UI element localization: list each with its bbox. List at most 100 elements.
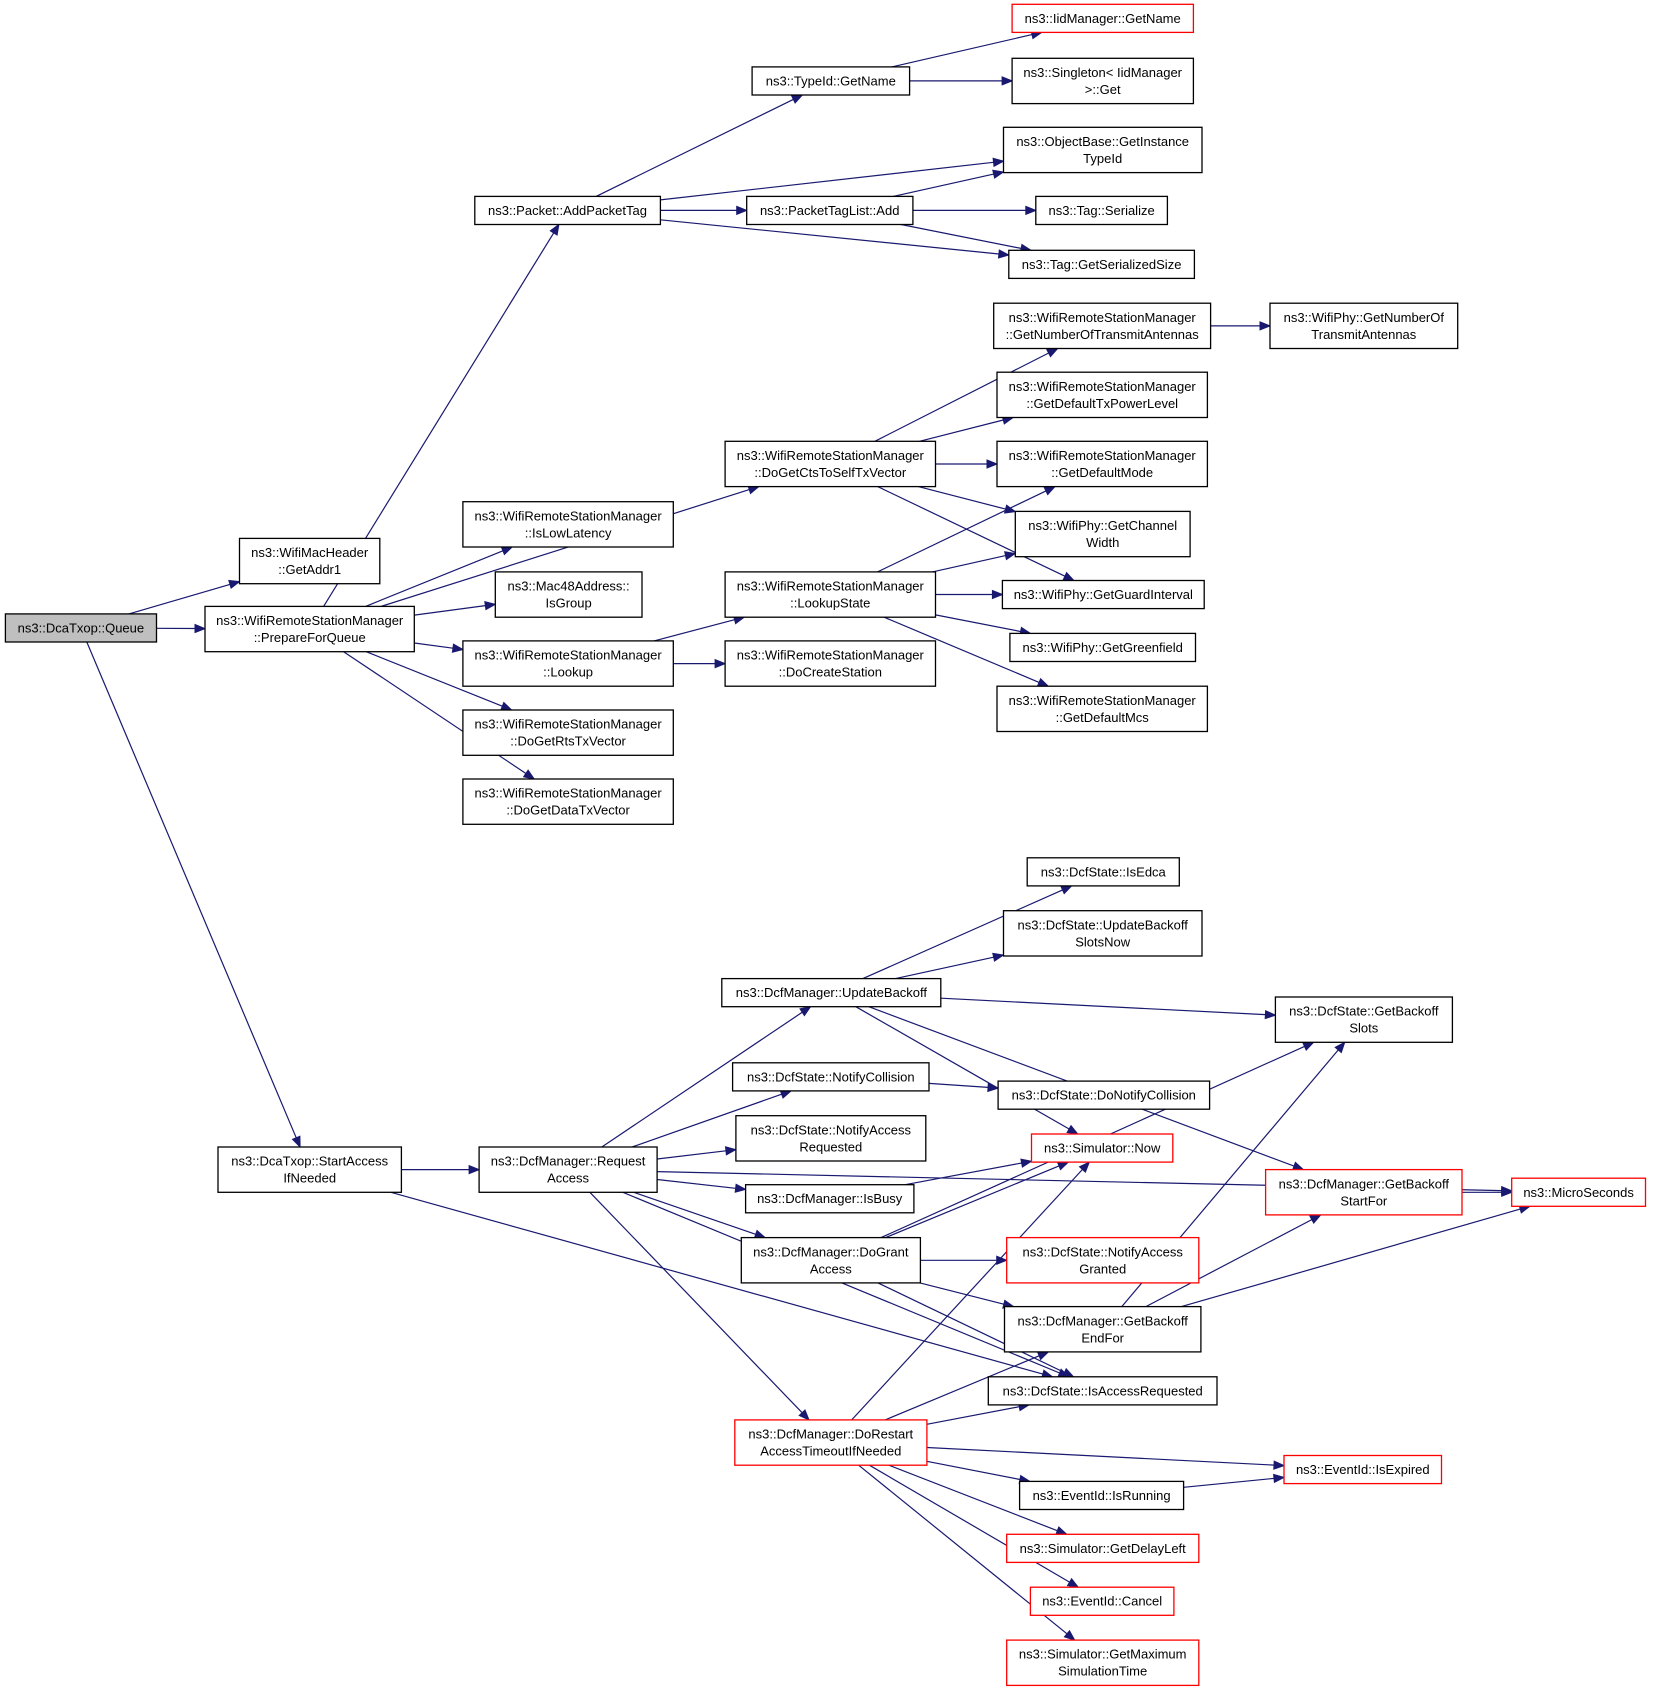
node-donotcoll[interactable]: ns3::DcfState::DoNotifyCollision [997, 1080, 1211, 1110]
edge-prepare-to-rtstx [365, 651, 513, 711]
node-getaddr1[interactable]: ns3::WifiMacHeader::GetAddr1 [238, 537, 381, 585]
node-box [724, 440, 937, 488]
node-label: ns3::DcfManager::GetBackoff [1279, 1176, 1450, 1191]
edge-line [885, 1165, 1060, 1239]
node-micro[interactable]: ns3::MicroSeconds [1511, 1177, 1647, 1207]
edge-line [900, 223, 1022, 249]
edge-isbusy-to-simnow [904, 1158, 1033, 1186]
node-dorestart[interactable]: ns3::DcfManager::DoRestartAccessTimeoutI… [734, 1419, 928, 1466]
node-notcoll[interactable]: ns3::DcfState::NotifyCollision [731, 1062, 930, 1092]
edge-line [633, 1191, 756, 1235]
node-label: StartFor [1340, 1193, 1388, 1208]
node-isbusy[interactable]: ns3::DcfManager::IsBusy [744, 1184, 915, 1214]
node-tagser[interactable]: ns3::Tag::Serialize [1035, 195, 1169, 226]
arrowhead [484, 601, 497, 611]
node-label: AccessTimeoutIfNeeded [760, 1444, 901, 1459]
node-singleton[interactable]: ns3::Singleton< IidManager>::Get [1011, 57, 1195, 105]
node-label: Requested [799, 1139, 862, 1154]
arrowhead [1264, 1009, 1277, 1020]
node-box [1009, 632, 1197, 663]
node-isaccreq[interactable]: ns3::DcfState::IsAccessRequested [987, 1376, 1218, 1406]
node-phyant[interactable]: ns3::WifiPhy::GetNumberOfTransmitAntenna… [1269, 302, 1459, 350]
arrowhead [1055, 1526, 1068, 1535]
node-box [1264, 1168, 1463, 1216]
node-label: ::IsLowLatency [525, 525, 612, 540]
arrowhead [451, 643, 465, 653]
edge-line [632, 1093, 782, 1148]
node-label: ns3::DcfState::GetBackoff [1289, 1004, 1439, 1019]
node-label: TransmitAntennas [1311, 327, 1417, 342]
node-label: ::GetNumberOfTransmitAntennas [1006, 327, 1200, 342]
edge-dorestart-to-endfor [884, 1351, 1050, 1421]
node-datatx[interactable]: ns3::WifiRemoteStationManager::DoGetData… [462, 778, 674, 825]
edge-line [365, 550, 504, 607]
arrowhead [1309, 1214, 1322, 1224]
node-guard[interactable]: ns3::WifiPhy::GetGuardInterval [1001, 579, 1205, 610]
edge-line [891, 34, 1033, 68]
arrowhead [291, 1135, 301, 1149]
arrowhead [724, 1146, 738, 1156]
node-typename[interactable]: ns3::TypeId::GetName [751, 66, 911, 96]
node-createstation[interactable]: ns3::WifiRemoteStationManager::DoCreateS… [724, 640, 937, 687]
node-ctstx[interactable]: ns3::WifiRemoteStationManager::DoGetCtsT… [724, 440, 937, 488]
node-taglistadd[interactable]: ns3::PacketTagList::Add [746, 195, 914, 226]
edge-line [883, 616, 1040, 683]
node-defmcs[interactable]: ns3::WifiRemoteStationManager::GetDefaul… [996, 685, 1209, 733]
node-label: ns3::DcfState::IsEdca [1041, 864, 1167, 879]
node-label: ns3::WifiPhy::GetGreenfield [1022, 640, 1182, 655]
node-green[interactable]: ns3::WifiPhy::GetGreenfield [1009, 632, 1197, 663]
node-updbackoff[interactable]: ns3::DcfManager::UpdateBackoff [721, 977, 942, 1008]
node-label: ns3::WifiRemoteStationManager [1009, 310, 1197, 325]
node-rtstx[interactable]: ns3::WifiRemoteStationManager::DoGetRtsT… [462, 709, 674, 756]
edge-line [919, 1282, 1004, 1305]
edge-line [660, 219, 999, 255]
node-isrunning[interactable]: ns3::EventId::IsRunning [1018, 1480, 1185, 1511]
arrowhead [1501, 1187, 1514, 1198]
node-box [731, 1062, 930, 1092]
node-tagsize[interactable]: ns3::Tag::GetSerializedSize [1008, 249, 1196, 280]
edge-dorestart-to-isrunning [926, 1460, 1032, 1485]
node-queue[interactable]: ns3::DcaTxop::Queue [4, 613, 158, 643]
arrowhead [790, 94, 804, 104]
node-txpower[interactable]: ns3::WifiRemoteStationManager::GetDefaul… [996, 371, 1209, 419]
edge-lookupstate-to-guard [935, 589, 1004, 600]
node-isexpired[interactable]: ns3::EventId::IsExpired [1283, 1454, 1443, 1485]
node-defmode[interactable]: ns3::WifiRemoteStationManager::GetDefaul… [996, 440, 1209, 488]
node-simnow[interactable]: ns3::Simulator::Now [1030, 1133, 1174, 1163]
node-numant[interactable]: ns3::WifiRemoteStationManager::GetNumber… [993, 302, 1212, 350]
node-prepare[interactable]: ns3::WifiRemoteStationManager::PrepareFo… [204, 605, 415, 653]
node-iidname[interactable]: ns3::IidManager::GetName [1011, 3, 1195, 34]
node-cancel[interactable]: ns3::EventId::Cancel [1029, 1586, 1175, 1616]
node-label: EndFor [1081, 1330, 1124, 1345]
node-delayleft[interactable]: ns3::Simulator::GetDelayLeft [1006, 1533, 1200, 1564]
node-label: Granted [1079, 1261, 1126, 1276]
edge-line [595, 98, 794, 197]
arrowhead [1062, 571, 1076, 582]
arrowhead [1302, 1041, 1315, 1051]
node-islow[interactable]: ns3::WifiRemoteStationManager::IsLowLate… [462, 501, 674, 548]
edge-line [414, 642, 454, 649]
arrowhead [1004, 551, 1017, 561]
node-addtag[interactable]: ns3::Packet::AddPacketTag [474, 195, 662, 226]
edge-ctstx-to-chanwidth [918, 486, 1017, 514]
node-label: ns3::WifiPhy::GetGuardInterval [1014, 587, 1193, 602]
node-label: ns3::EventId::IsExpired [1296, 1462, 1430, 1477]
edge-notcoll-to-donotcoll [928, 1082, 1000, 1093]
node-lookupstate[interactable]: ns3::WifiRemoteStationManager::LookupSta… [724, 571, 937, 618]
node-isgroup[interactable]: ns3::Mac48Address::IsGroup [494, 571, 643, 618]
node-isedca[interactable]: ns3::DcfState::IsEdca [1026, 857, 1180, 887]
node-lookup[interactable]: ns3::WifiRemoteStationManager::Lookup [462, 640, 674, 687]
